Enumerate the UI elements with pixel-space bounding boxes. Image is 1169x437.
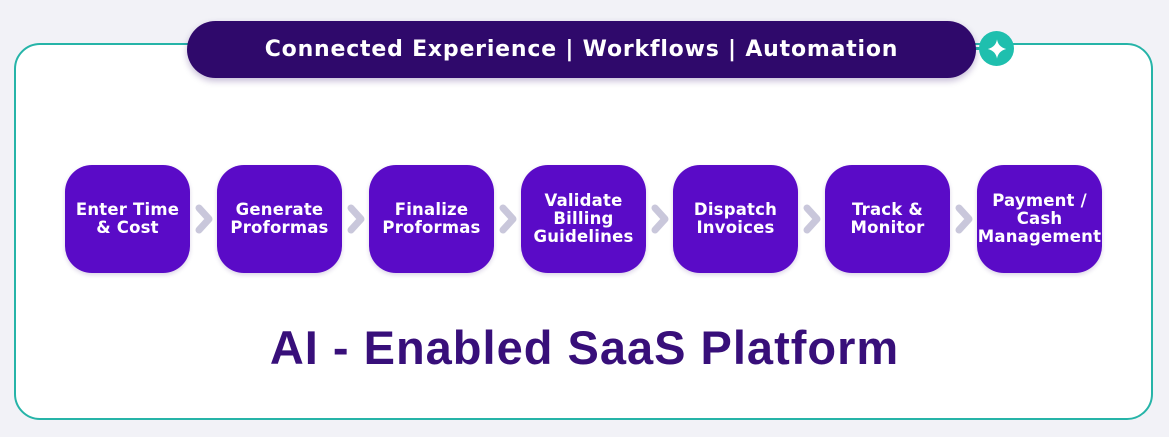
chevron-right-icon [651, 204, 668, 234]
platform-title: AI - Enabled SaaS Platform [269, 321, 900, 374]
step-connector [342, 165, 369, 273]
workflow-step-label: Validate Billing Guidelines [533, 191, 634, 246]
chevron-right-icon [347, 204, 364, 234]
workflow-step-box: Finalize Proformas [369, 165, 494, 273]
step-connector [798, 165, 825, 273]
workflow-step-label: Payment / Cash Management [977, 191, 1102, 246]
step-connector [950, 165, 977, 273]
workflow-step-box: Track & Monitor [825, 165, 950, 273]
chevron-right-icon [195, 204, 212, 234]
header-pill-label: Connected Experience | Workflows | Autom… [264, 37, 899, 62]
step-connector [190, 165, 217, 273]
header-pill: Connected Experience | Workflows | Autom… [187, 21, 976, 78]
workflow-step-box: Validate Billing Guidelines [521, 165, 646, 273]
workflow-step-label: Dispatch Invoices [693, 200, 778, 237]
chevron-right-icon [499, 204, 516, 234]
workflow-step-box: Dispatch Invoices [673, 165, 798, 273]
workflow-step-label: Generate Proformas [230, 200, 329, 237]
chevron-right-icon [803, 204, 820, 234]
workflow-step-box: Enter Time & Cost [65, 165, 190, 273]
workflow-row: Enter Time & Cost Generate Proformas Final… [65, 165, 1102, 273]
step-connector [646, 165, 673, 273]
workflow-step-box: Generate Proformas [217, 165, 342, 273]
workflow-step-label: Track & Monitor [850, 200, 925, 237]
workflow-step-label: Enter Time & Cost [75, 200, 180, 237]
workflow-step-box: Payment / Cash Management [977, 165, 1102, 273]
chevron-right-icon [955, 204, 972, 234]
sparkle-icon [987, 38, 1006, 59]
workflow-step-label: Finalize Proformas [382, 200, 481, 237]
sparkle-badge [979, 31, 1014, 66]
step-connector [494, 165, 521, 273]
